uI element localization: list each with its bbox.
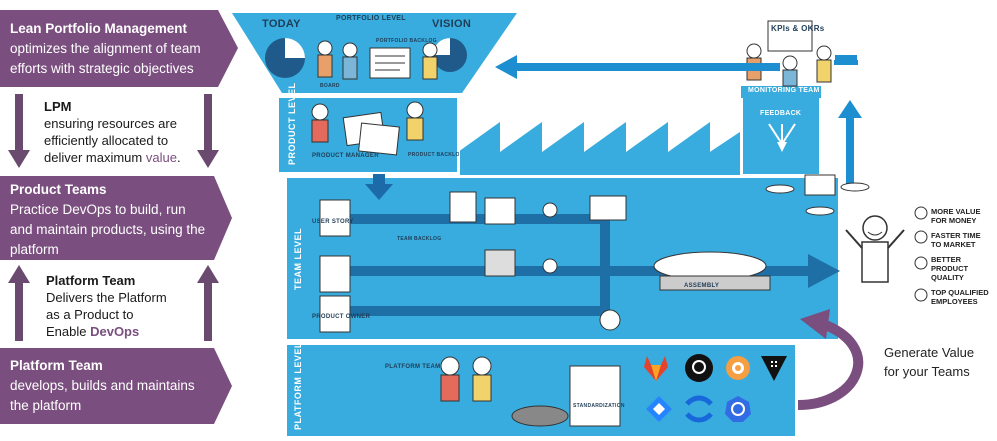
platform-note-line2: as a Product to: [46, 307, 134, 322]
kpi-label: KPIs & OKRs: [771, 24, 825, 33]
standardization-label: STANDARDIZATION: [573, 403, 625, 409]
feedback-arrow-left-icon: [495, 55, 780, 79]
benefit-top-employees: TOP QUALIFIED EMPLOYEES: [931, 288, 989, 306]
portfolio-level-label: PORTFOLIO LEVEL: [336, 15, 406, 22]
product-manager-label: PRODUCT MANAGER: [312, 153, 379, 159]
feedback-label: FEEDBACK: [760, 110, 802, 117]
platform-note-title: Platform Team: [46, 273, 136, 288]
lpm-banner-line1: optimizes the alignment of team: [10, 41, 201, 56]
product-teams-banner: Product Teams Practice DevOps to build, …: [0, 176, 232, 260]
up-arrow-right-icon: [197, 265, 219, 341]
benefit-icons: [914, 206, 928, 302]
assembly-label: ASSEMBLY: [684, 283, 720, 289]
platform-team-banner: Platform Team develops, builds and maint…: [0, 348, 232, 424]
platform-note-line3: Enable: [46, 324, 91, 339]
user-story-label: USER STORY: [312, 219, 354, 225]
benefit-3-line1: BETTER: [931, 255, 961, 264]
team-backlog-label: TEAM BACKLOG: [397, 236, 442, 242]
product-level-label: PRODUCT LEVEL: [287, 82, 297, 165]
today-label: TODAY: [262, 18, 301, 30]
platform-level-band: [285, 343, 797, 438]
jira-icon: [643, 393, 675, 425]
benefit-more-value: MORE VALUE FOR MONEY: [931, 207, 980, 225]
benefit-3-line3: QUALITY: [931, 273, 964, 282]
product-backlog-label: PRODUCT BACKLOG: [408, 152, 464, 158]
product-teams-line2: and maintain products, using the: [10, 222, 206, 237]
portfolio-backlog-label: PORTFOLIO BACKLOG: [376, 38, 437, 44]
generate-value-line2: for your Teams: [884, 364, 970, 379]
generate-value-line1: Generate Value: [884, 345, 975, 360]
platform-level-label: PLATFORM LEVEL: [293, 342, 303, 430]
benefit-3-line2: PRODUCT: [931, 264, 969, 273]
benefit-1-line2: FOR MONEY: [931, 216, 977, 225]
platform-team-banner-line2: the platform: [10, 398, 82, 413]
lpm-banner-shape: [0, 10, 238, 87]
monitoring-team-label: MONITORING TEAM: [748, 87, 820, 94]
vault-icon: [758, 352, 790, 384]
product-teams-banner-shape: [0, 176, 232, 260]
platform-note: Platform Team Delivers the Platform as a…: [46, 272, 196, 340]
benefit-1-line1: MORE VALUE: [931, 207, 981, 216]
platform-team-banner-title: Platform Team: [10, 358, 103, 373]
up-arrow-left-icon: [8, 265, 30, 341]
github-icon: [683, 352, 715, 384]
benefit-faster-time: FASTER TIME TO MARKET: [931, 231, 981, 249]
gitlab-icon: [640, 352, 672, 384]
product-to-team-arrow-icon: [365, 174, 393, 200]
generate-value-arrow-icon: [797, 309, 864, 410]
lpm-banner-line2: efforts with strategic objectives: [10, 61, 194, 76]
lpm-note-line2: efficiently allocated to: [44, 133, 169, 148]
platform-note-devops: DevOps: [90, 324, 140, 339]
assembly-lines: [319, 191, 840, 333]
lpm-note-line3: deliver maximum: [44, 150, 146, 165]
feedback-arrows-icon: [768, 123, 796, 152]
lpm-banner: Lean Portfolio Management optimizes the …: [0, 10, 238, 87]
benefit-2-line1: FASTER TIME: [931, 231, 981, 240]
down-arrow-left-icon: [8, 94, 30, 168]
confluence-icon: [683, 393, 715, 425]
product-level-people: [311, 101, 424, 156]
factory-roof: [459, 118, 742, 176]
lpm-note-value: value: [145, 150, 177, 165]
product-teams-line1: Practice DevOps to build, run: [10, 202, 186, 217]
platform-team-label: PLATFORM TEAM: [385, 364, 441, 370]
lpm-note-title: LPM: [44, 99, 72, 114]
monitoring-team-people: [746, 20, 832, 87]
lpm-note-line1: ensuring resources are: [44, 116, 177, 131]
lpm-banner-title: Lean Portfolio Management: [10, 21, 188, 36]
value-arrow-up-icon: [838, 100, 862, 190]
platform-team-banner-shape: [0, 348, 232, 424]
benefit-better-quality: BETTER PRODUCT QUALITY: [931, 255, 968, 282]
benefit-2-line2: TO MARKET: [931, 240, 976, 249]
product-teams-title: Product Teams: [10, 182, 107, 197]
grafana-icon: [722, 352, 754, 384]
delivery-drones: [765, 174, 870, 216]
product-teams-line3: platform: [10, 242, 59, 257]
platform-level-people: [440, 356, 621, 427]
benefit-4-line1: TOP QUALIFIED: [931, 288, 989, 297]
happy-customer: [845, 215, 905, 283]
feedback-arrow-top: [834, 60, 858, 65]
lpm-note: LPM ensuring resources are efficiently a…: [44, 98, 204, 166]
portfolio-board-people: [317, 40, 438, 80]
product-level-band: [277, 96, 459, 174]
benefit-4-line2: EMPLOYEES: [931, 297, 978, 306]
product-owner-label: PRODUCT OWNER: [312, 314, 371, 320]
platform-team-banner-line1: develops, builds and maintains: [10, 378, 195, 393]
down-arrow-right-icon: [197, 94, 219, 168]
today-pie-icon: [265, 38, 305, 78]
kubernetes-icon: [722, 393, 754, 425]
vision-label: VISION: [432, 18, 472, 30]
generate-value-text: Generate Value for your Teams: [884, 343, 974, 381]
board-label: BOARD: [320, 83, 340, 89]
platform-note-line1: Delivers the Platform: [46, 290, 167, 305]
monitoring-team-bar: [741, 86, 821, 98]
lpm-note-period: .: [176, 150, 181, 165]
